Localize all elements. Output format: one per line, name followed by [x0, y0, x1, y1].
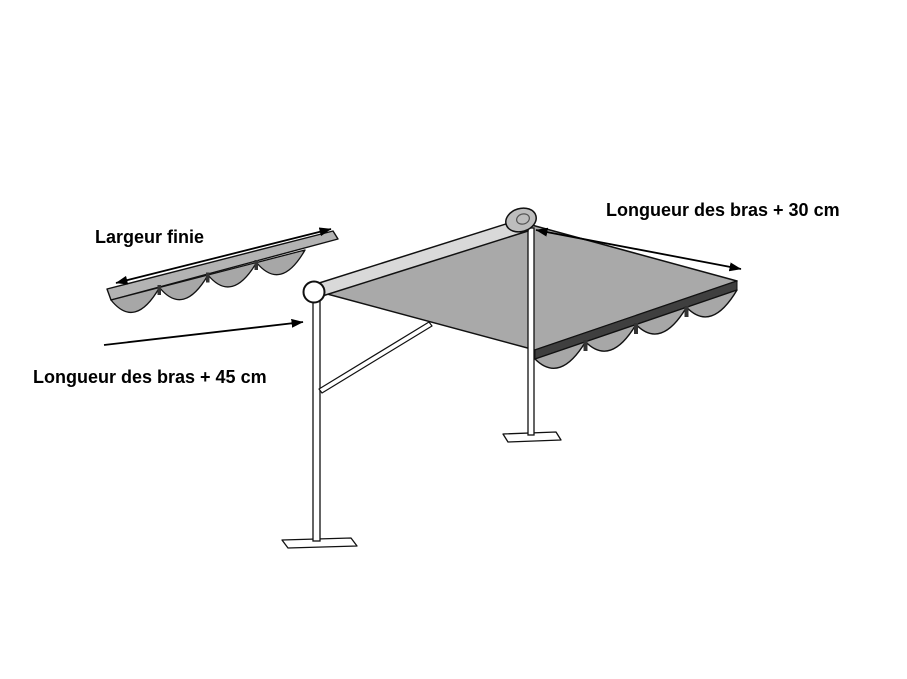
valance-tab [157, 285, 161, 295]
arrow-largeur-finie [115, 227, 332, 285]
valance-tab [634, 323, 638, 334]
label-longueur-bras-45: Longueur des bras + 45 cm [33, 367, 267, 387]
right-valance-tabs [583, 306, 689, 351]
rear-post-foot [502, 431, 562, 443]
label-largeur-finie: Largeur finie [95, 227, 204, 247]
arrow-longueur-bras-45 [103, 318, 304, 346]
label-longueur-bras-30: Longueur des bras + 30 cm [606, 200, 840, 220]
front-post-foot [281, 537, 358, 549]
diagonal-brace [318, 321, 433, 394]
arm-elbow-cap [302, 280, 326, 304]
front-post [281, 295, 433, 549]
arrow-longueur-bras-30 [535, 227, 742, 272]
valance-tab [583, 340, 588, 351]
fabric-roll-core [516, 213, 530, 225]
valance-tab [684, 306, 689, 317]
fabric-roll [505, 207, 537, 233]
front-post-leg [312, 295, 321, 542]
rear-post-leg [527, 227, 535, 436]
rear-post [502, 227, 562, 443]
valance-tab [206, 272, 210, 283]
valance-tab [254, 260, 258, 270]
